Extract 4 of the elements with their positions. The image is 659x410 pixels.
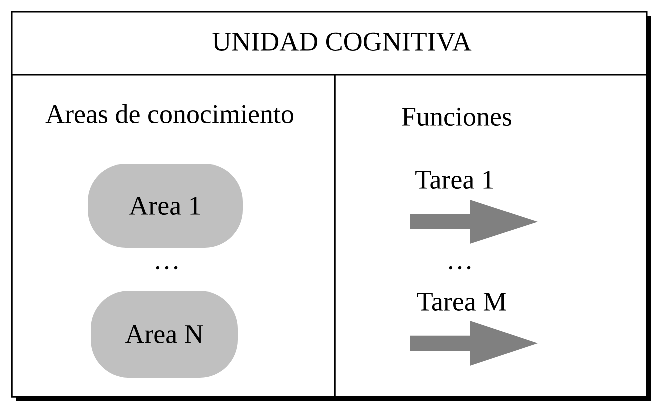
arrow-label: Tarea 1 xyxy=(416,170,494,190)
arrow-label: Tarea M xyxy=(417,293,506,311)
ellipsis: … xyxy=(156,266,178,270)
ellipsis: … xyxy=(449,266,471,270)
